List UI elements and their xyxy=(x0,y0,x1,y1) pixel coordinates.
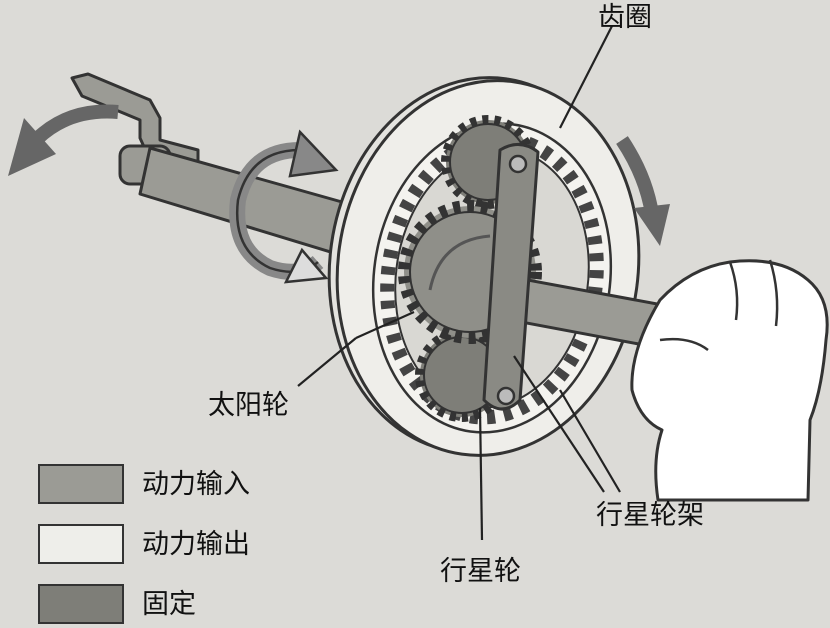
legend-swatch-input xyxy=(38,464,124,504)
rotation-arrow-left xyxy=(33,104,119,144)
legend-swatch-output xyxy=(38,524,124,564)
hand xyxy=(630,259,829,502)
legend-label-fixed: 固定 xyxy=(142,588,196,620)
planet-carrier xyxy=(482,143,540,411)
ring-gear-label: 齿圈 xyxy=(598,2,652,33)
legend-item-input: 动力输入 xyxy=(38,464,250,504)
leader-lines xyxy=(297,25,621,541)
arrow-head-right xyxy=(634,204,670,246)
planet-carrier-label: 行星轮架 xyxy=(596,500,704,531)
legend-label-output: 动力输出 xyxy=(142,528,250,560)
legend-swatch-fixed xyxy=(38,584,124,624)
arrow-head-left xyxy=(8,118,56,176)
legend-label-input: 动力输入 xyxy=(142,468,250,500)
planet-gear-label: 行星轮 xyxy=(440,556,521,587)
sun-gear-label: 太阳轮 xyxy=(208,390,289,421)
legend-item-output: 动力输出 xyxy=(38,524,250,564)
legend-item-fixed: 固定 xyxy=(38,584,196,624)
shaft-rotation-arrow xyxy=(229,129,339,284)
